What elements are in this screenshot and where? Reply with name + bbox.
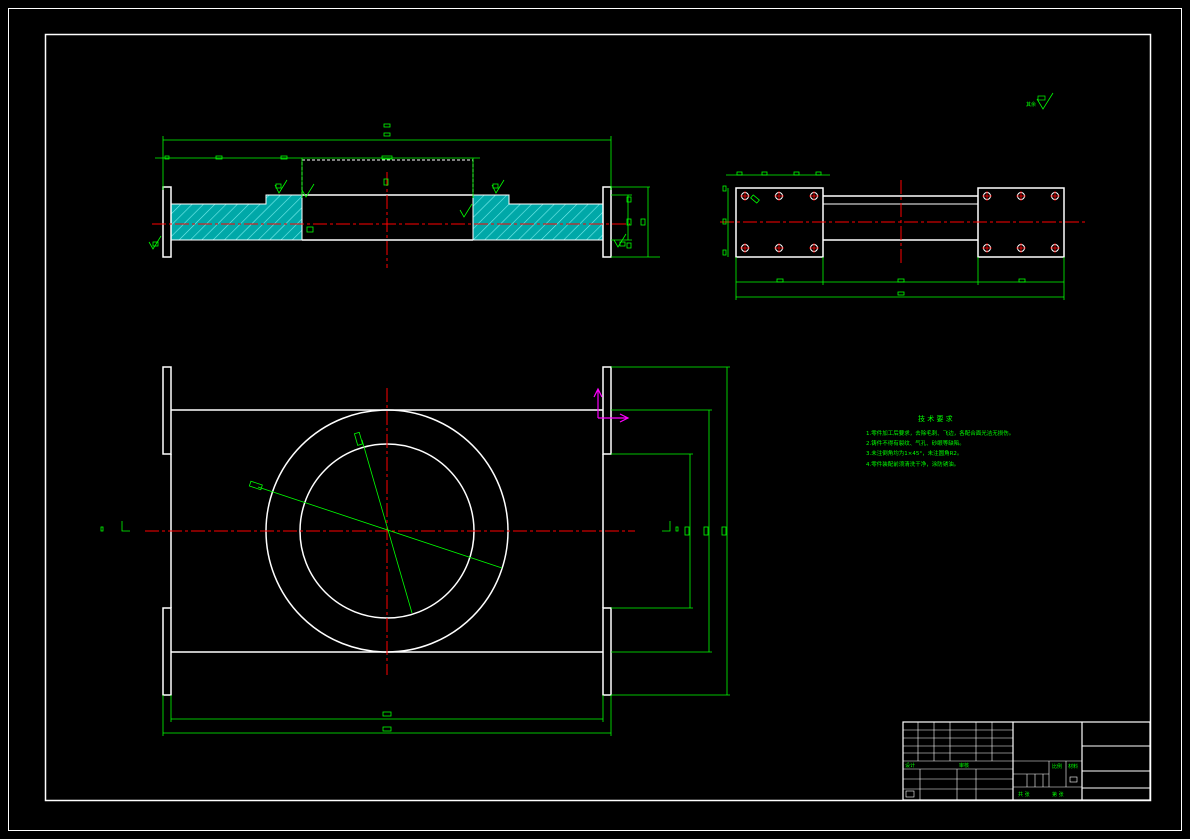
plan-flange-bl [162, 607, 172, 696]
label-material: 材料 [1068, 763, 1078, 770]
plan-flange-tl [162, 366, 172, 455]
outer-border [8, 8, 1182, 831]
label-total-sheets: 共 张 [1018, 791, 1030, 798]
side-dimensions [722, 171, 1065, 300]
roughness-symbol: 其余 [1026, 92, 1054, 110]
plan-flange-tr [602, 366, 612, 455]
inner-border [44, 33, 1152, 802]
section-hatch-left [170, 194, 303, 241]
title-block: 设计 审核 比例 材料 共 张 第 张 [902, 721, 1151, 801]
tech-req-item-4: 4.零件装配前须清洗干净，涂防锈油。 [866, 460, 959, 468]
ucs-icon [593, 387, 630, 423]
side-view [720, 171, 1085, 300]
tech-req-item-1: 1.零件加工后要求，去除毛刺、飞边，各配合面光洁无损伤。 [866, 429, 1014, 437]
plan-view [100, 366, 730, 736]
label-design: 设计 [905, 762, 915, 769]
flange-right [602, 186, 612, 258]
section-hatch-right [472, 194, 604, 241]
technical-requirements: 技 术 要 求 1.零件加工后要求，去除毛刺、飞边，各配合面光洁无损伤。 2.铸… [866, 414, 1014, 468]
label-review: 审核 [959, 762, 969, 769]
roughness-note: 其余 [1026, 101, 1036, 108]
tech-req-title: 技 术 要 求 [918, 414, 953, 423]
plan-flange-br [602, 607, 612, 696]
tech-req-item-2: 2.铸件不得有裂纹、气孔、砂眼等缺陷。 [866, 439, 965, 447]
label-scale: 比例 [1052, 763, 1062, 770]
tech-req-item-3: 3.未注倒角均为1×45°，未注圆角R2。 [866, 449, 962, 457]
label-sheet-no: 第 张 [1052, 791, 1064, 798]
section-dimensions [148, 123, 660, 258]
flange-left [162, 186, 172, 258]
section-view [148, 123, 660, 268]
plan-dimensions [100, 366, 730, 736]
